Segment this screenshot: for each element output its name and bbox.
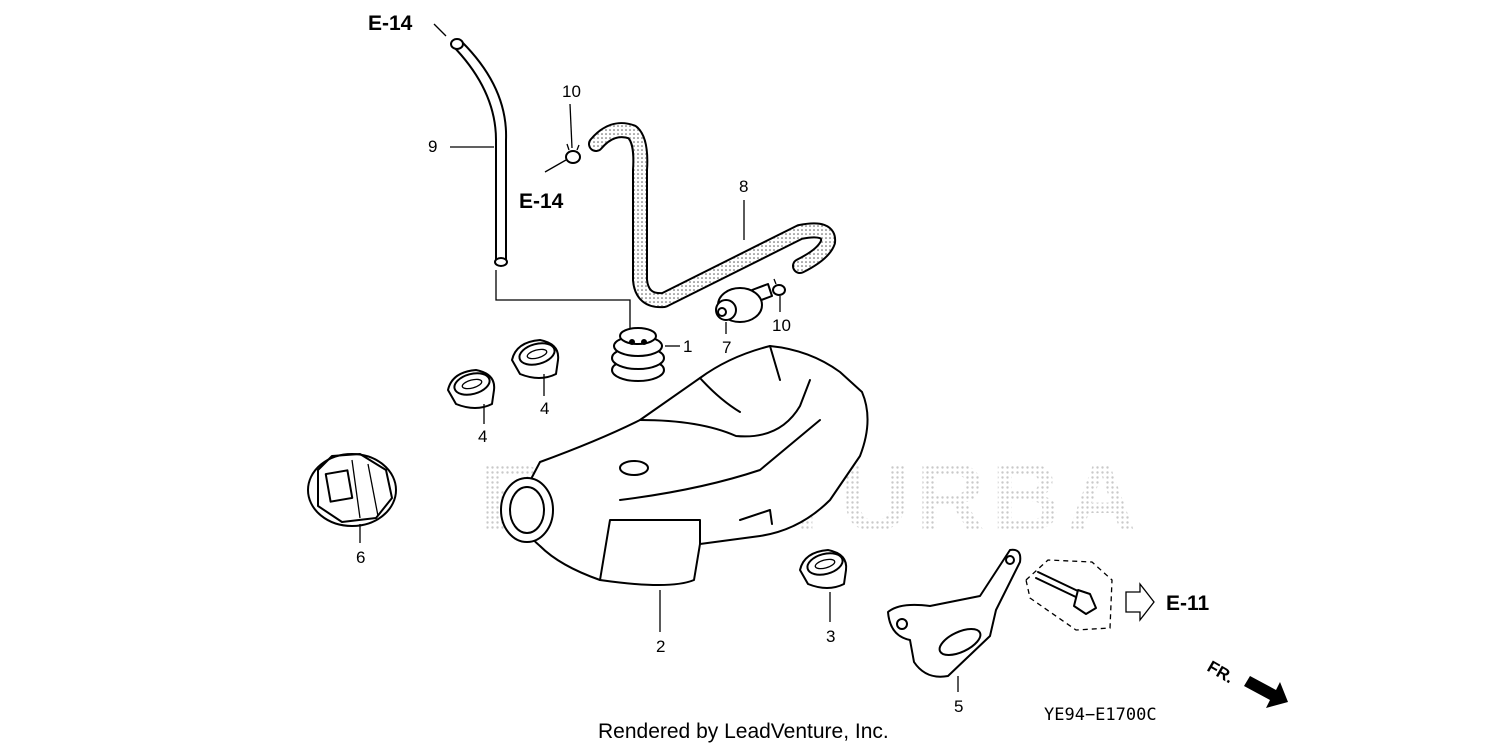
part-4-mount-lower[interactable] xyxy=(447,369,496,409)
direction-arrow-icon xyxy=(1244,676,1288,708)
callout-3: 3 xyxy=(826,627,835,646)
callout-2: 2 xyxy=(656,637,665,656)
part-9-tube[interactable] xyxy=(450,38,508,267)
part-2-fuel-tank[interactable] xyxy=(500,345,869,586)
credit-text: Rendered by LeadVenture, Inc. xyxy=(598,720,889,743)
reference-e11[interactable]: E-11 xyxy=(1166,592,1210,615)
reference-e14-top[interactable]: E-14 xyxy=(368,12,413,35)
part-4-mount-upper[interactable] xyxy=(511,339,560,379)
part-7-fuel-filter[interactable] xyxy=(715,283,773,323)
callout-9: 9 xyxy=(428,137,437,156)
part-1-grommet[interactable] xyxy=(611,327,665,382)
direction-label: FR. xyxy=(1204,657,1237,687)
part-10-clip-lower[interactable] xyxy=(772,278,786,296)
callout-4-lower: 4 xyxy=(478,427,487,446)
leader-lines xyxy=(359,103,959,692)
front-direction-indicator: FR. xyxy=(1204,657,1288,708)
callout-4-upper: 4 xyxy=(540,399,549,418)
part-3-mount[interactable] xyxy=(799,549,848,589)
part-6-fuel-cap[interactable] xyxy=(307,453,397,527)
arrow-right-icon xyxy=(1125,582,1155,622)
callout-10-upper: 10 xyxy=(562,82,581,101)
callout-labels: 1 2 3 4 4 5 6 7 8 9 10 10 xyxy=(356,82,963,716)
part-8-hose[interactable] xyxy=(588,122,837,309)
part-10-clip-upper[interactable] xyxy=(565,143,581,164)
diagram-code: YE94−E1700C xyxy=(1044,705,1157,725)
reference-e14-mid[interactable]: E-14 xyxy=(519,190,564,213)
arrow-icon xyxy=(433,23,447,37)
arrow-icon xyxy=(544,159,567,173)
bolt-assembly[interactable] xyxy=(1025,559,1113,631)
callout-5: 5 xyxy=(954,697,963,716)
callout-6: 6 xyxy=(356,548,365,567)
callout-8: 8 xyxy=(739,177,748,196)
callout-10-lower: 10 xyxy=(772,316,791,335)
part-5-bracket[interactable] xyxy=(887,548,1022,678)
callout-7: 7 xyxy=(722,338,731,357)
callout-1: 1 xyxy=(683,337,692,356)
